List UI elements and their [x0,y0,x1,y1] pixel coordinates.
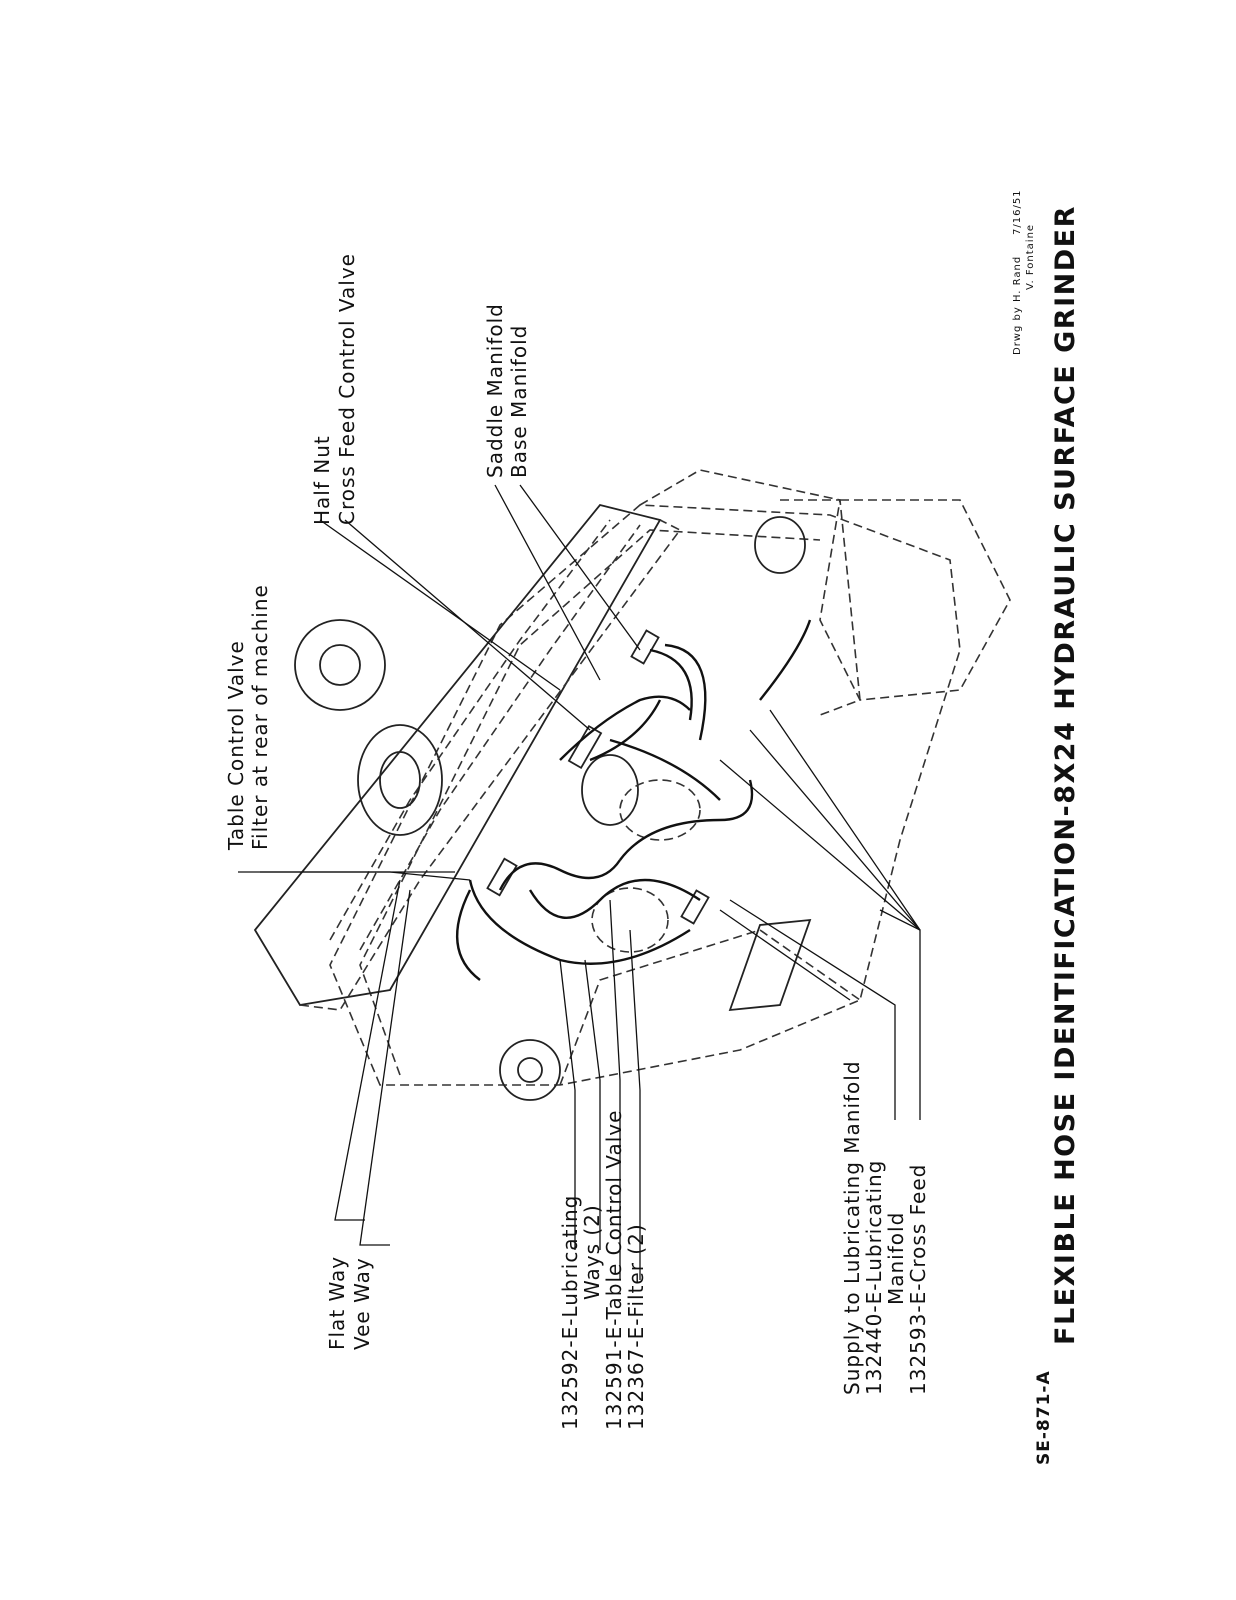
label-hose-132591: 132591-E-Table Control Valve [602,1109,626,1430]
work-table-outline [253,503,682,1011]
motor-housings [581,516,806,953]
label-table-control-valve: Table Control Valve [224,640,248,850]
label-filter-rear: Filter at rear of machine [248,584,272,850]
credit-drawn-by: Drwg by H. Rand [1012,255,1023,355]
diagram-title: FLEXIBLE HOSE IDENTIFICATION-8X24 HYDRAU… [1050,205,1081,1345]
label-hose-132440: 132440-E-Lubricating [862,1159,886,1395]
label-supply-lubricating-manifold: Supply to Lubricating Manifold [840,1060,864,1395]
label-hose-132440-manifold: Manifold [884,1211,908,1305]
label-hose-132592-ways: Ways (2) [580,1204,604,1300]
nameplate [728,918,812,1012]
label-hose-132367: 132367-E-Filter (2) [624,1223,648,1430]
handwheels [294,619,561,1101]
label-hose-132592: 132592-E-Lubricating [558,1194,582,1430]
drawing-number: SE-871-A [1034,1370,1054,1465]
label-base-manifold: Base Manifold [507,324,531,478]
credit-checked-by: V. Fontaine [1025,223,1036,290]
column-cabinet-outline [639,469,1011,716]
machine-base-outline [329,504,961,1086]
credit-date: 7/16/51 [1012,189,1023,235]
label-vee-way: Vee Way [350,1257,374,1350]
flexible-hoses [455,619,812,981]
manifold-blocks [486,629,710,925]
label-flat-way: Flat Way [325,1255,349,1350]
label-saddle-manifold: Saddle Manifold [483,303,507,478]
leader-lines [238,484,921,1280]
label-hose-132593: 132593-E-Cross Feed [906,1163,930,1395]
label-cross-feed-control-valve: Cross Feed Control Valve [335,253,359,525]
label-half-nut: Half Nut [310,435,334,525]
